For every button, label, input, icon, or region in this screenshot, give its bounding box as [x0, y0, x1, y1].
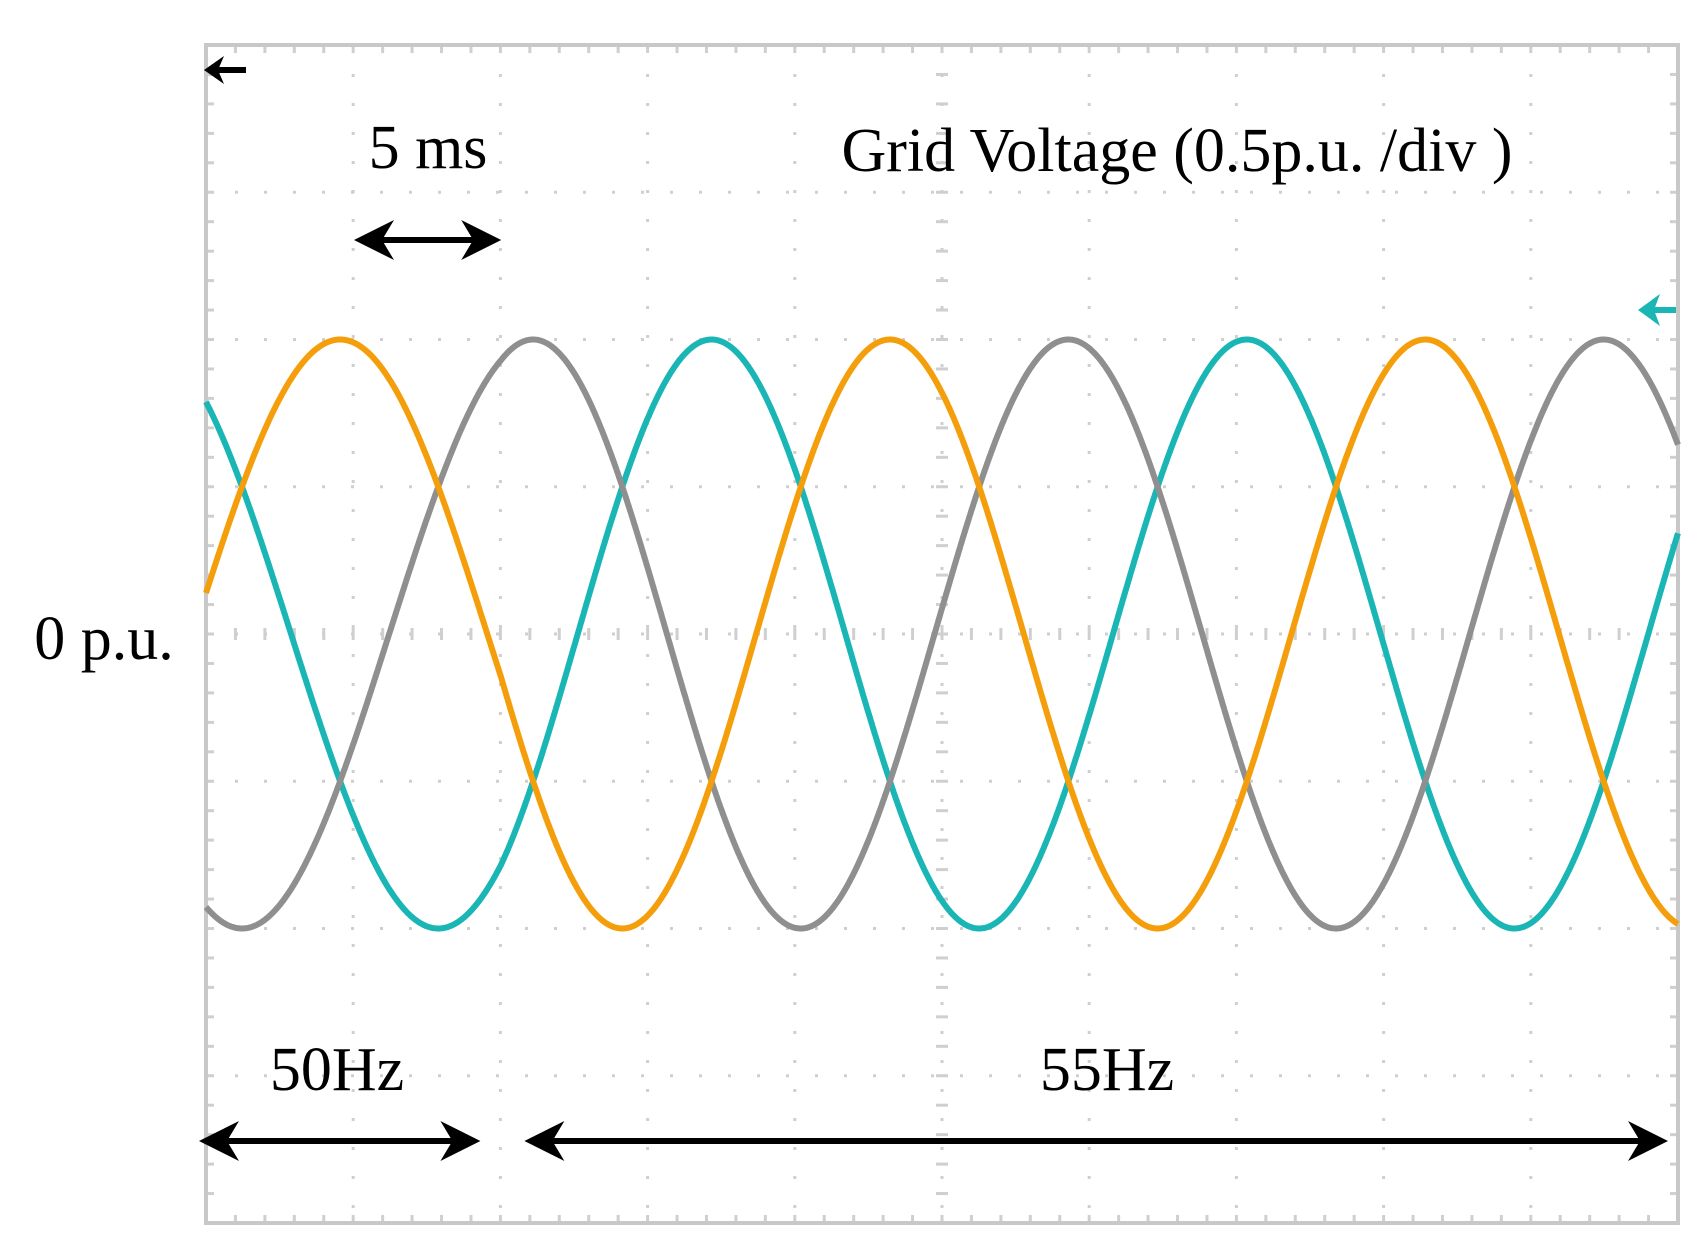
time-scale-label: 5 ms — [369, 114, 488, 182]
trigger-marker-head — [204, 56, 224, 84]
plot-frame — [204, 43, 1680, 1225]
trigger-marker-icon — [204, 56, 246, 84]
zero-level-label: 0 p.u. — [34, 605, 174, 673]
waveform-traces — [203, 336, 1681, 932]
time-scale-arrow-head-left — [354, 220, 394, 260]
annotations: Grid Voltage (0.5p.u. /div ) 5 ms 0 p.u. 50… — [34, 56, 1676, 1161]
waveform-series-1 — [203, 336, 1681, 932]
frequency-arrow-2-head-left — [524, 1121, 565, 1161]
time-scale-arrow-head-right — [461, 220, 502, 260]
grid — [204, 43, 1680, 1225]
channel-marker-icon — [1638, 294, 1676, 326]
time-scale-arrow — [354, 220, 502, 260]
frequency-label-1: 50Hz — [270, 1036, 404, 1104]
frequency-arrow-1 — [199, 1121, 481, 1161]
frequency-label-2: 55Hz — [1040, 1036, 1174, 1104]
chart-title: Grid Voltage (0.5p.u. /div ) — [841, 117, 1512, 185]
frequency-arrow-1-head-right — [440, 1121, 481, 1161]
frequency-arrow-2 — [524, 1121, 1668, 1161]
channel-marker-head — [1638, 294, 1660, 326]
waveform-series-2 — [203, 336, 1681, 932]
frequency-arrow-2-head-right — [1628, 1121, 1668, 1161]
waveform-series-3 — [203, 336, 1680, 932]
frequency-arrow-1-head-left — [199, 1121, 239, 1161]
